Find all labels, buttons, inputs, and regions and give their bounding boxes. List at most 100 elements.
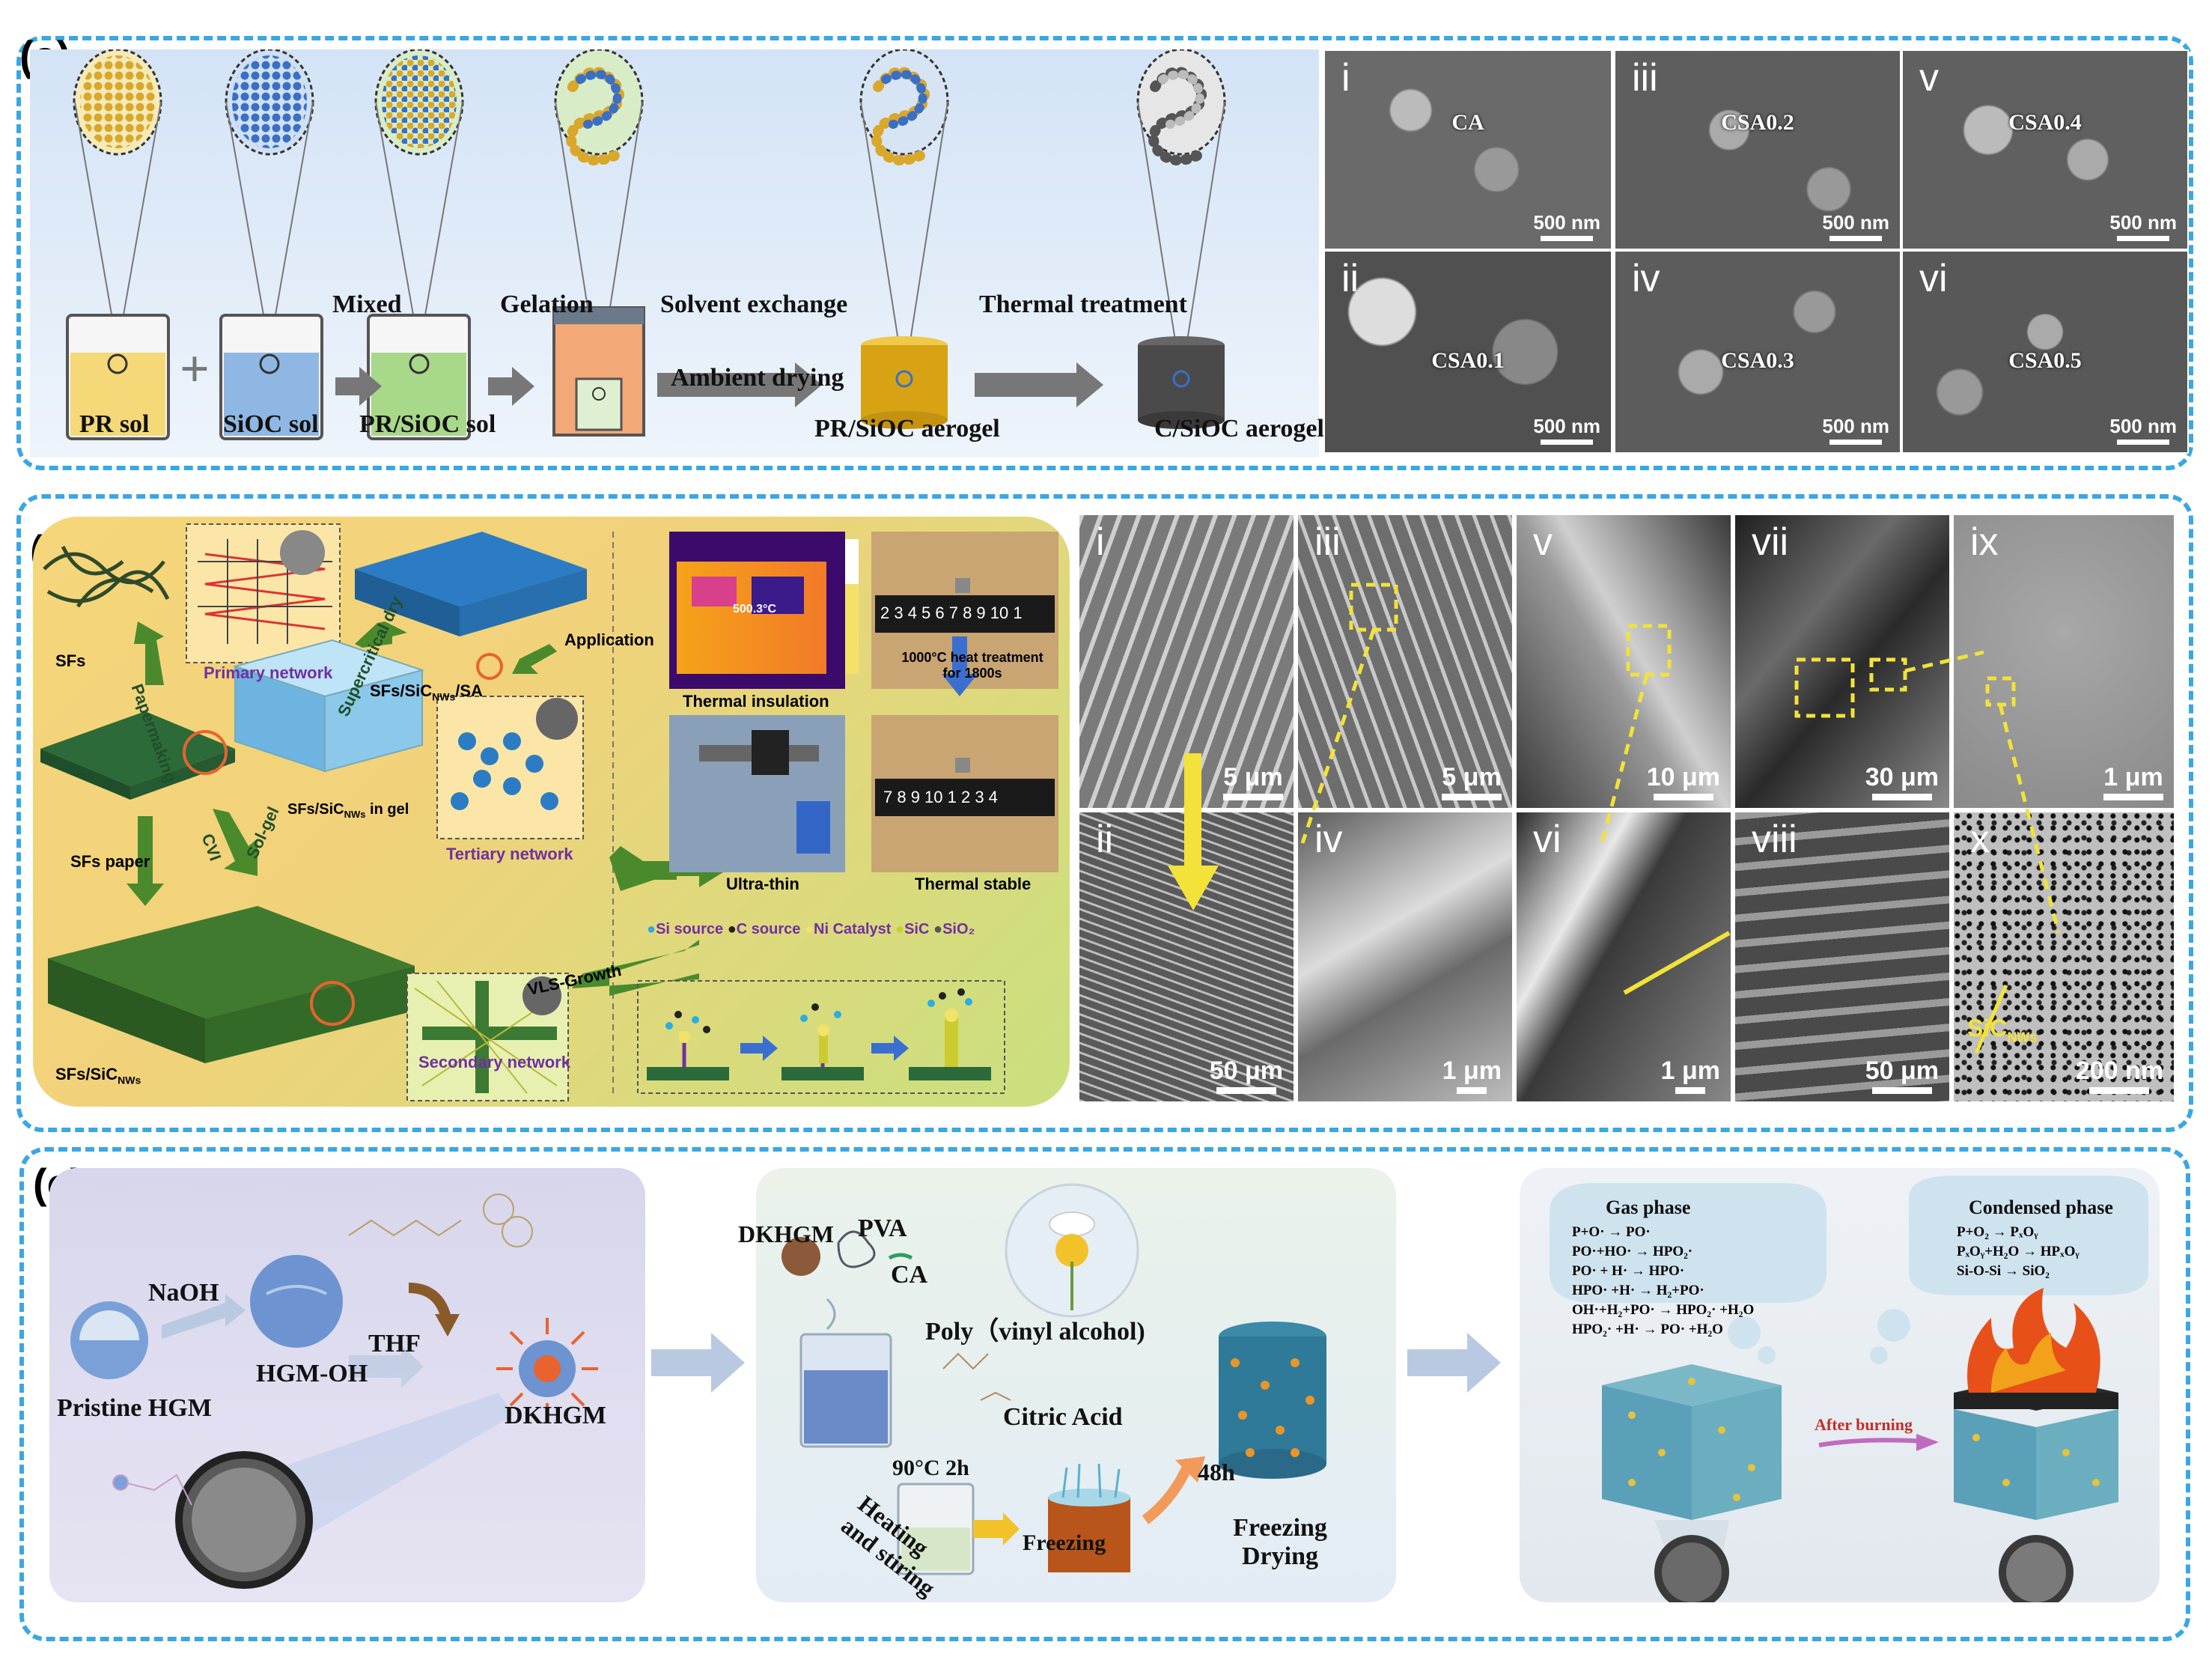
panel-c-section-2: DKHGM PVA CA Poly（vinyl alcohol) Citric … bbox=[738, 1168, 1396, 1602]
panel-c-section-1: NaOH Pristine HGM HGM-OH THF DKHGM bbox=[49, 1168, 645, 1602]
caliper-photo bbox=[669, 715, 845, 872]
sem-b-viii: viii 50 μm bbox=[1734, 811, 1951, 1103]
scale-bar: 500 nm bbox=[2109, 211, 2177, 241]
step-solvent-exchange: Solvent exchange bbox=[660, 291, 848, 318]
gas-rx-1: P+O· → PO· bbox=[1572, 1224, 1651, 1240]
sem-sample-name: CSA0.2 bbox=[1721, 110, 1794, 136]
scale-bar: 500 nm bbox=[1822, 415, 1889, 445]
ruler-photo-bottom bbox=[871, 715, 1058, 872]
sem-tag: v bbox=[1919, 56, 1939, 100]
panel-c-frame bbox=[19, 1147, 2190, 1641]
vls-growth-diagram bbox=[647, 988, 991, 1080]
pristine-hgm-label: Pristine HGM bbox=[57, 1394, 212, 1422]
panel-a-frame bbox=[16, 36, 2193, 470]
sem-b-iii: iii 5 μm bbox=[1297, 514, 1514, 809]
cond-rx-1: P+O₂ → PₓOᵧ bbox=[1957, 1224, 2038, 1240]
scale-bar: 30 μm bbox=[1865, 763, 1939, 800]
process-arrows bbox=[335, 362, 1103, 407]
secondary-network-label: Secondary network bbox=[418, 1053, 570, 1071]
ruler-bottom-scale: 7 8 9 10 1 2 3 4 bbox=[883, 788, 998, 806]
step-ambient-drying: Ambient drying bbox=[671, 364, 844, 392]
stage-prsioc-aerogel: PR/SiOC aerogel bbox=[814, 415, 1000, 443]
sfs-label: SFs bbox=[55, 651, 86, 670]
after-burning-label: After burning bbox=[1815, 1415, 1913, 1434]
sem-tag: iv bbox=[1632, 257, 1660, 300]
sem-tag: v bbox=[1533, 520, 1553, 564]
dkhgm-particle bbox=[496, 1318, 598, 1420]
sa-label: SFs/SiCNWs/SA bbox=[370, 681, 483, 703]
sem-b-annotations bbox=[1168, 583, 2061, 1054]
hgmoh-label: HGM-OH bbox=[256, 1360, 368, 1387]
sem-b-v: v 10 μm bbox=[1515, 514, 1732, 809]
ruler-top-scale: 2 3 4 5 6 7 8 9 10 1 bbox=[880, 603, 1023, 622]
sem-a-v: v CSA0.4 500 nm bbox=[1901, 49, 2189, 250]
sem-tag: iii bbox=[1632, 56, 1658, 100]
sem-tag: i bbox=[1341, 56, 1350, 100]
prsioc-aerogel-cylinder bbox=[861, 336, 948, 429]
aerogel-prep-drawing bbox=[781, 1183, 1326, 1575]
beaker-pr-sol bbox=[66, 314, 170, 440]
stage-c-aerogel: C/SiOC aerogel bbox=[1154, 415, 1324, 443]
sem-sample-name: CA bbox=[1451, 110, 1484, 136]
sem-a-ii: ii CSA0.1 500 nm bbox=[1323, 250, 1612, 454]
sem-sample-name: CSA0.5 bbox=[2008, 347, 2082, 373]
scale-bar: 1 μm bbox=[1661, 1056, 1720, 1094]
flame-retardant-drawing bbox=[1550, 1176, 2148, 1610]
vls-legend: ●Si source ●C source ●Ni Catalyst ●SiC ●… bbox=[647, 921, 975, 937]
sfs-sic-label: SFs/SiCNWs bbox=[55, 1065, 141, 1086]
scale-bar: 500 nm bbox=[2109, 415, 2177, 445]
pva-full-label: Poly（vinyl alcohol) bbox=[925, 1318, 1145, 1346]
sem-tag: ii bbox=[1341, 257, 1359, 300]
sem-sample-name: CSA0.1 bbox=[1431, 347, 1505, 373]
scale-bar: 500 nm bbox=[1533, 211, 1600, 241]
scale-bar: 5 μm bbox=[1223, 763, 1283, 800]
scale-bar: 200 nm bbox=[2076, 1056, 2163, 1094]
scale-bar: 50 μm bbox=[1865, 1056, 1939, 1094]
sem-b-x: x 200 nm SiCNWs bbox=[1952, 811, 2175, 1103]
gel-container bbox=[552, 306, 645, 437]
scale-bar: 50 μm bbox=[1210, 1056, 1283, 1094]
cond-rx-3: Si-O-Si → SiO₂ bbox=[1957, 1263, 2050, 1279]
cond-rx-2: PₓOᵧ+H₂O → HPₓOᵧ bbox=[1957, 1244, 2080, 1259]
sfs-paper-label: SFs paper bbox=[70, 852, 150, 871]
sem-a-i: i CA 500 nm bbox=[1323, 49, 1612, 250]
sem-tag: vi bbox=[1533, 818, 1561, 861]
citric-acid-label: Citric Acid bbox=[1003, 1403, 1123, 1431]
gas-rx-6: HPO₂· +H· → PO· +H₂O bbox=[1572, 1322, 1723, 1337]
sem-tag: vii bbox=[1752, 520, 1789, 564]
freezing-drying-label: Freezing Drying bbox=[1233, 1514, 1327, 1570]
scale-bar: 10 μm bbox=[1647, 763, 1720, 800]
gas-phase-title: Gas phase bbox=[1606, 1197, 1691, 1218]
sem-tag: vi bbox=[1919, 257, 1948, 300]
sem-tag: iv bbox=[1314, 818, 1343, 861]
sem-a-iv: iv CSA0.3 500 nm bbox=[1614, 250, 1901, 454]
ruler-photo-top bbox=[871, 532, 1058, 689]
thermal-insulation-label: Thermal insulation bbox=[683, 692, 829, 711]
step-gelation: Gelation bbox=[500, 291, 594, 318]
application-label: Application bbox=[564, 630, 654, 649]
stage-sioc-sol: SiOC sol bbox=[223, 410, 319, 438]
scale-bar: 500 nm bbox=[1533, 415, 1600, 445]
step-thermal-treatment: Thermal treatment bbox=[979, 291, 1187, 318]
dkhgm-label: DKHGM bbox=[505, 1402, 606, 1429]
sem-tag: iii bbox=[1314, 520, 1341, 564]
panel-c-section-3: Gas phase P+O· → PO· PO·+HO· → HPO₂· PO·… bbox=[1520, 1168, 2160, 1610]
thermal-image bbox=[669, 532, 859, 689]
cube-after bbox=[1954, 1288, 2118, 1520]
pva-label: PVA bbox=[858, 1214, 907, 1242]
beaker-sioc-sol bbox=[219, 314, 323, 440]
sem-tag: ii bbox=[1096, 818, 1114, 861]
sem-b-vi: vi 1 μm bbox=[1515, 811, 1732, 1103]
sem-tag: viii bbox=[1752, 818, 1797, 861]
scale-bar: 1 μm bbox=[1442, 1056, 1502, 1094]
sem-tag: ix bbox=[1970, 520, 1999, 564]
in-gel-label: SFs/SiCNWs in gel bbox=[287, 801, 409, 820]
gas-rx-4: HPO· +H· → H₂+PO· bbox=[1572, 1283, 1704, 1298]
sem-b-vii: vii 30 μm bbox=[1734, 514, 1951, 809]
naoh-label: NaOH bbox=[148, 1279, 219, 1307]
ultra-thin-label: Ultra-thin bbox=[726, 875, 799, 893]
step-mixed: Mixed bbox=[332, 291, 402, 318]
thermal-stable-label: Thermal stable bbox=[915, 875, 1032, 893]
tertiary-network-label: Tertiary network bbox=[446, 845, 573, 863]
arrow-c-1 bbox=[651, 1333, 749, 1396]
